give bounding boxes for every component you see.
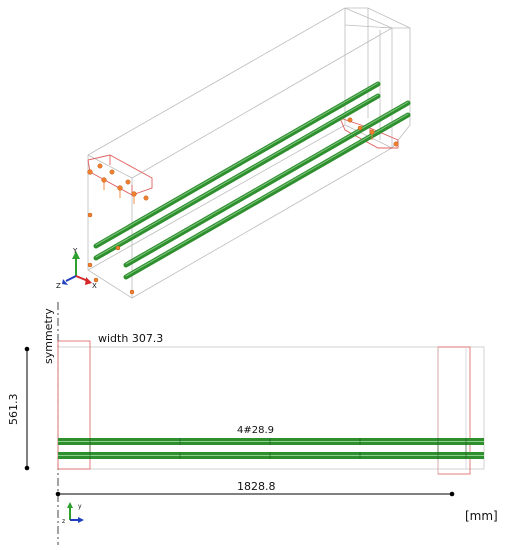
section-view: symmetry width	[7, 302, 498, 545]
axis2d-label-z: z	[62, 518, 65, 525]
symmetry-label: symmetry	[42, 308, 55, 364]
rebars-elevation	[58, 438, 484, 459]
axis-triad-3d: Y Z X	[56, 247, 97, 290]
height-dim-label: 561.3	[7, 394, 20, 426]
axis-triad-2d: y z	[62, 502, 84, 525]
load-markers	[87, 117, 399, 295]
beam-wireframe	[87, 7, 411, 299]
rebar-label: 4#28.9	[237, 425, 274, 436]
iso-view: Y Z X	[56, 7, 411, 299]
length-dimension: 1828.8	[55, 480, 455, 497]
beam-elevation	[57, 346, 485, 470]
rebar-bottom-front	[123, 112, 411, 280]
axis2d-label-y: y	[78, 503, 82, 510]
rebars-3d	[93, 81, 411, 280]
rebar-bottom-back	[123, 100, 411, 268]
axis-label-z: Z	[56, 282, 61, 290]
support-plate-far	[339, 117, 399, 149]
width-label: width 307.3	[98, 332, 163, 345]
rebar-top-front	[93, 93, 381, 261]
length-dim-label: 1828.8	[237, 480, 276, 493]
rebar-top-back	[93, 81, 381, 249]
units-label: [mm]	[465, 509, 498, 523]
support-plate-left	[57, 340, 91, 470]
axis-label-x: X	[92, 282, 97, 290]
height-dimension: 561.3	[7, 346, 30, 471]
axis-label-y: Y	[72, 247, 78, 255]
